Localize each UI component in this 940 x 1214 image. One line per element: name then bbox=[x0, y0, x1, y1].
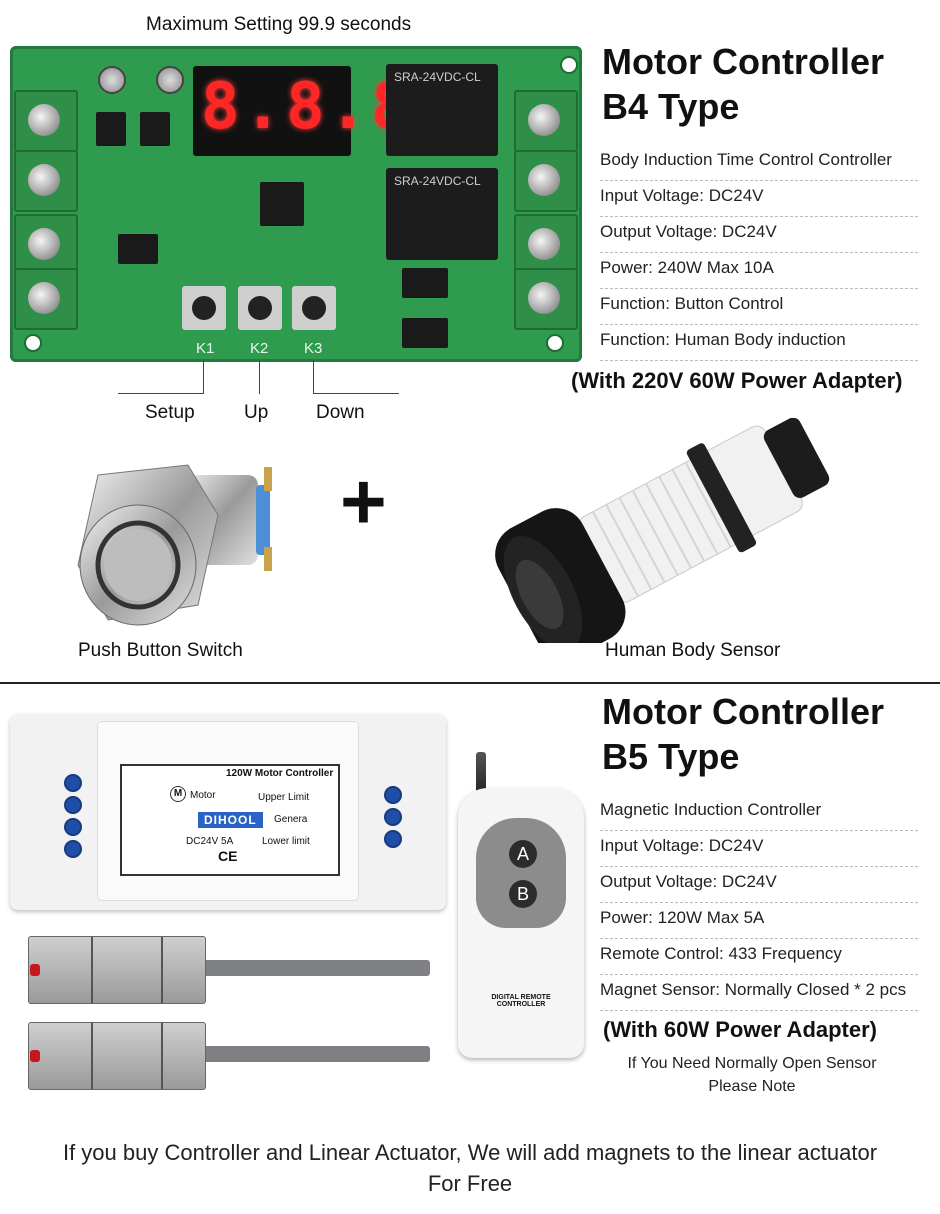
panel-m-symbol: M bbox=[170, 786, 186, 802]
key-label-k3: K3 bbox=[304, 340, 323, 357]
terminal-right-2 bbox=[514, 150, 578, 212]
screw-left-2 bbox=[64, 796, 82, 814]
human-body-sensor-image bbox=[495, 418, 830, 643]
b4-spec-5: Function: Button Control bbox=[600, 289, 918, 325]
push-button-switch-image bbox=[77, 464, 272, 626]
relay-1-text: SRA-24VDC-CL bbox=[394, 70, 481, 84]
terminal-right-4 bbox=[514, 268, 578, 330]
b4-spec-1: Body Induction Time Control Controller bbox=[600, 145, 918, 181]
remote-face: A B bbox=[476, 818, 566, 928]
b5-note-line1: If You Need Normally Open Sensor bbox=[627, 1055, 877, 1072]
key-label-k2: K2 bbox=[250, 340, 269, 357]
screw-right-3 bbox=[384, 830, 402, 848]
terminal-left-2 bbox=[14, 150, 78, 212]
relay-2-text: SRA-24VDC-CL bbox=[394, 174, 481, 188]
remote-antenna bbox=[476, 752, 486, 796]
b4-spec-2: Input Voltage: DC24V bbox=[600, 181, 918, 217]
screw-left-1 bbox=[64, 774, 82, 792]
push-button-caption: Push Button Switch bbox=[78, 640, 243, 661]
leader-up bbox=[259, 360, 260, 394]
led-display: 8.8.8. bbox=[193, 66, 452, 156]
panel-motor: Motor bbox=[190, 790, 216, 801]
magnet-sensor-1 bbox=[28, 936, 206, 1004]
magnet-led-1 bbox=[30, 964, 40, 976]
label-setup: Setup bbox=[145, 402, 195, 423]
b5-title-line1: Motor Controller bbox=[602, 691, 884, 732]
panel-rating: DC24V 5A bbox=[186, 836, 234, 847]
leader-setup bbox=[203, 360, 204, 394]
panel-general: Genera bbox=[274, 814, 308, 825]
mount-hole-1 bbox=[24, 334, 42, 352]
capacitor-2 bbox=[156, 66, 184, 94]
b5-spec-1: Magnetic Induction Controller bbox=[600, 795, 918, 831]
terminal-left-1 bbox=[14, 90, 78, 152]
magnet-cable-2 bbox=[200, 1046, 430, 1062]
mount-hole-3 bbox=[560, 56, 578, 74]
remote-text-line2: CONTROLLER bbox=[496, 1001, 546, 1008]
b5-spec-5: Remote Control: 433 Frequency bbox=[600, 939, 918, 975]
terminal-right-1 bbox=[514, 90, 578, 152]
label-up: Up bbox=[244, 402, 269, 423]
b4-title-line2: B4 Type bbox=[602, 86, 740, 127]
leader-setup-h bbox=[118, 393, 204, 394]
key-label-k1: K1 bbox=[196, 340, 215, 357]
remote-button-b[interactable]: B bbox=[509, 880, 537, 908]
panel-upper-limit: Upper Limit bbox=[258, 792, 310, 803]
button-k1[interactable] bbox=[182, 286, 226, 330]
ic-chip bbox=[260, 182, 304, 226]
relay-2: SRA-24VDC-CL bbox=[386, 168, 498, 260]
relay-1: SRA-24VDC-CL bbox=[386, 64, 498, 156]
magnet-led-2 bbox=[30, 1050, 40, 1062]
terminal-right-3 bbox=[514, 214, 578, 276]
optocoupler-1 bbox=[402, 268, 448, 298]
remote-text-line1: DIGITAL REMOTE bbox=[491, 994, 551, 1001]
remote-text: DIGITAL REMOTE CONTROLLER bbox=[478, 994, 564, 1008]
screw-left-3 bbox=[64, 818, 82, 836]
b5-spec-4: Power: 120W Max 5A bbox=[600, 903, 918, 939]
footer-line1: If you buy Controller and Linear Actuato… bbox=[62, 1140, 878, 1165]
b4-spec-4: Power: 240W Max 10A bbox=[600, 253, 918, 289]
ce-mark: CE bbox=[218, 848, 238, 864]
magnet-cable-1 bbox=[200, 960, 430, 976]
b4-adapter-note: (With 220V 60W Power Adapter) bbox=[571, 368, 903, 393]
optocoupler-2 bbox=[402, 318, 448, 348]
leader-down bbox=[313, 360, 314, 394]
magnet-sensor-2 bbox=[28, 1022, 206, 1090]
b4-pcb-board: 8.8.8. SRA-24VDC-CL SRA-24VDC-CL K1 K2 K… bbox=[10, 46, 582, 362]
footer-line2: For Free bbox=[427, 1171, 513, 1196]
leader-down-h bbox=[313, 393, 399, 394]
b5-note-line2: Please Note bbox=[708, 1078, 796, 1095]
small-chip bbox=[118, 234, 158, 264]
terminal-left-4 bbox=[14, 268, 78, 330]
panel-title: 120W Motor Controller bbox=[226, 768, 334, 779]
brand-logo: DIHOOL bbox=[198, 812, 263, 828]
max-setting-caption: Maximum Setting 99.9 seconds bbox=[146, 14, 412, 35]
section-divider bbox=[0, 682, 940, 684]
b5-label-panel: 120W Motor Controller M Motor Upper Limi… bbox=[120, 764, 340, 876]
mount-hole-2 bbox=[546, 334, 564, 352]
b5-spec-2: Input Voltage: DC24V bbox=[600, 831, 918, 867]
screw-right-1 bbox=[384, 786, 402, 804]
regulator-2 bbox=[140, 112, 170, 146]
panel-lower-limit: Lower limit bbox=[262, 836, 310, 847]
b5-adapter-note: (With 60W Power Adapter) bbox=[603, 1017, 878, 1042]
screw-right-2 bbox=[384, 808, 402, 826]
sensor-caption: Human Body Sensor bbox=[605, 640, 781, 661]
remote-control: A B DIGITAL REMOTE CONTROLLER bbox=[458, 788, 584, 1058]
b4-title-line1: Motor Controller bbox=[602, 41, 884, 82]
button-k2[interactable] bbox=[238, 286, 282, 330]
b4-spec-3: Output Voltage: DC24V bbox=[600, 217, 918, 253]
terminal-left-3 bbox=[14, 214, 78, 276]
plus-sign: + bbox=[340, 457, 387, 546]
remote-button-a[interactable]: A bbox=[509, 840, 537, 868]
b5-spec-6: Magnet Sensor: Normally Closed * 2 pcs bbox=[600, 975, 918, 1011]
regulator-1 bbox=[96, 112, 126, 146]
capacitor-1 bbox=[98, 66, 126, 94]
b5-title-line2: B5 Type bbox=[602, 736, 740, 777]
label-down: Down bbox=[316, 402, 365, 423]
b4-spec-6: Function: Human Body induction bbox=[600, 325, 918, 361]
screw-left-4 bbox=[64, 840, 82, 858]
button-k3[interactable] bbox=[292, 286, 336, 330]
b5-spec-3: Output Voltage: DC24V bbox=[600, 867, 918, 903]
